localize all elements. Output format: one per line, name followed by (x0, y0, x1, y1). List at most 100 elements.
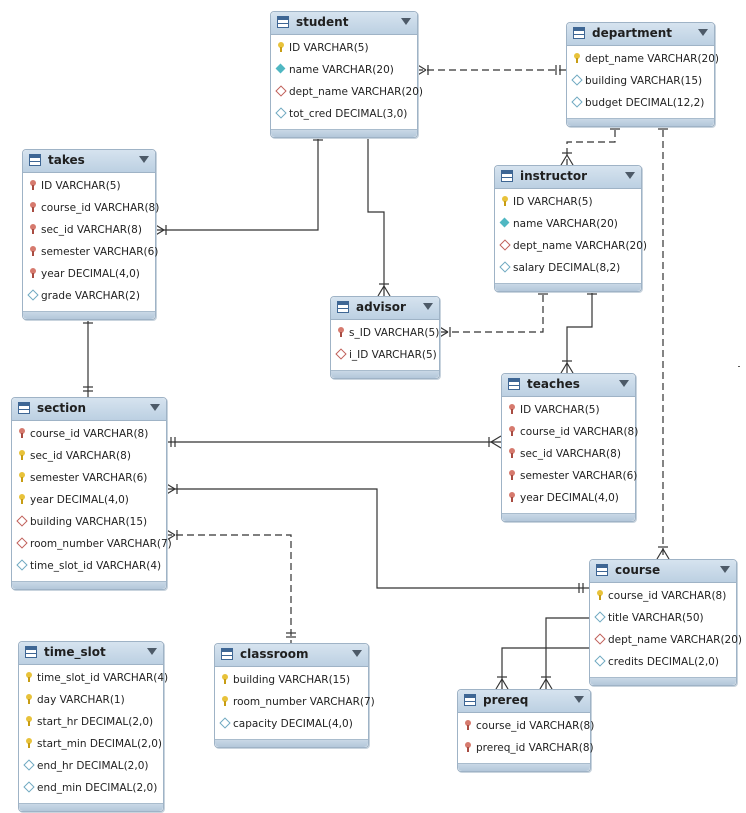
column-row[interactable]: building VARCHAR(15) (12, 511, 166, 533)
column-row[interactable]: room_number VARCHAR(7) (12, 533, 172, 555)
column-row[interactable]: sec_id VARCHAR(8) (23, 219, 155, 241)
column-row[interactable]: year DECIMAL(4,0) (12, 489, 166, 511)
crow-foot (501, 678, 509, 690)
dropdown-arrow-icon[interactable] (401, 18, 411, 25)
column-row[interactable]: course_id VARCHAR(8) (458, 715, 594, 737)
fk-diamond-icon (336, 349, 346, 359)
entity-header[interactable]: takes (23, 150, 155, 173)
column-row[interactable]: tot_cred DECIMAL(3,0) (271, 103, 417, 125)
column-row[interactable]: ID VARCHAR(5) (495, 191, 641, 213)
entity-course[interactable]: course course_id VARCHAR(8)title VARCHAR… (589, 559, 742, 686)
entity-header[interactable]: section (12, 398, 166, 421)
column-row[interactable]: semester VARCHAR(6) (23, 241, 158, 263)
rel-section-course (165, 488, 589, 589)
entity-header[interactable]: time_slot (19, 642, 163, 665)
entity-takes[interactable]: takes ID VARCHAR(5)course_id VARCHAR(8)s… (22, 149, 159, 320)
foreign-key-icon (463, 720, 473, 730)
rel-course-prereq-2 (501, 647, 589, 689)
dropdown-arrow-icon[interactable] (423, 303, 433, 310)
column-row[interactable]: s_ID VARCHAR(5) (331, 322, 439, 344)
key-icon (220, 696, 230, 706)
dropdown-arrow-icon[interactable] (150, 404, 160, 411)
column-row[interactable]: credits DECIMAL(2,0) (590, 651, 736, 673)
entity-prereq[interactable]: prereq course_id VARCHAR(8)prereq_id VAR… (457, 689, 594, 772)
column-row[interactable]: dept_name VARCHAR(20) (495, 235, 647, 257)
entity-header[interactable]: course (590, 560, 736, 583)
entity-header[interactable]: instructor (495, 166, 641, 189)
column-row[interactable]: i_ID VARCHAR(5) (331, 344, 439, 366)
column-row[interactable]: course_id VARCHAR(8) (12, 423, 166, 445)
column-row[interactable]: dept_name VARCHAR(20) (271, 81, 423, 103)
column-label: day VARCHAR(1) (37, 694, 125, 706)
entity-header[interactable]: student (271, 12, 417, 35)
column-row[interactable]: prereq_id VARCHAR(8) (458, 737, 594, 759)
dropdown-arrow-icon[interactable] (147, 648, 157, 655)
column-row[interactable]: building VARCHAR(15) (215, 669, 368, 691)
dropdown-arrow-icon[interactable] (720, 566, 730, 573)
column-row[interactable]: salary DECIMAL(8,2) (495, 257, 641, 279)
foreign-key-icon (463, 742, 473, 752)
column-row[interactable]: semester VARCHAR(6) (12, 467, 166, 489)
crow-foot (560, 154, 568, 166)
column-row[interactable]: start_min DECIMAL(2,0) (19, 733, 163, 755)
column-row[interactable]: course_id VARCHAR(8) (590, 585, 736, 607)
entity-header[interactable]: prereq (458, 690, 590, 713)
column-row[interactable]: start_hr DECIMAL(2,0) (19, 711, 163, 733)
column-row[interactable]: day VARCHAR(1) (19, 689, 163, 711)
column-diamond-icon (17, 560, 27, 570)
rel-course-prereq-1 (545, 617, 589, 689)
rel-section-classroom (165, 534, 292, 643)
column-row[interactable]: dept_name VARCHAR(20) (567, 48, 719, 70)
column-row[interactable]: sec_id VARCHAR(8) (12, 445, 166, 467)
entity-header[interactable]: classroom (215, 644, 368, 667)
entity-department[interactable]: department dept_name VARCHAR(20)building… (566, 22, 719, 127)
entity-section[interactable]: section course_id VARCHAR(8)sec_id VARCH… (11, 397, 172, 590)
column-row[interactable]: dept_name VARCHAR(20) (590, 629, 742, 651)
column-row[interactable]: budget DECIMAL(12,2) (567, 92, 714, 114)
column-label: sec_id VARCHAR(8) (520, 448, 621, 460)
crow-foot (490, 435, 502, 443)
dropdown-arrow-icon[interactable] (698, 29, 708, 36)
dropdown-arrow-icon[interactable] (625, 172, 635, 179)
entity-advisor[interactable]: advisor s_ID VARCHAR(5)i_ID VARCHAR(5) (330, 296, 440, 379)
column-row[interactable]: ID VARCHAR(5) (271, 37, 417, 59)
column-row[interactable]: course_id VARCHAR(8) (23, 197, 159, 219)
column-row[interactable]: year DECIMAL(4,0) (23, 263, 155, 285)
column-label: year DECIMAL(4,0) (520, 492, 619, 504)
table-icon (221, 648, 233, 660)
entity-student[interactable]: student ID VARCHAR(5)name VARCHAR(20)dep… (270, 11, 423, 138)
column-row[interactable]: title VARCHAR(50) (590, 607, 736, 629)
column-row[interactable]: semester VARCHAR(6) (502, 465, 637, 487)
column-label: time_slot_id VARCHAR(4) (37, 672, 169, 684)
entity-header[interactable]: department (567, 23, 714, 46)
foreign-key-icon (507, 426, 517, 436)
column-row[interactable]: ID VARCHAR(5) (502, 399, 635, 421)
column-row[interactable]: sec_id VARCHAR(8) (502, 443, 635, 465)
entity-classroom[interactable]: classroom building VARCHAR(15)room_numbe… (214, 643, 375, 748)
entity-header[interactable]: advisor (331, 297, 439, 320)
key-icon (17, 450, 27, 460)
column-row[interactable]: capacity DECIMAL(4,0) (215, 713, 368, 735)
column-row[interactable]: year DECIMAL(4,0) (502, 487, 635, 509)
entity-teaches[interactable]: teaches ID VARCHAR(5)course_id VARCHAR(8… (501, 373, 638, 522)
dropdown-arrow-icon[interactable] (352, 650, 362, 657)
crow-foot (656, 548, 664, 560)
column-row[interactable]: course_id VARCHAR(8) (502, 421, 638, 443)
column-row[interactable]: ID VARCHAR(5) (23, 175, 155, 197)
column-row[interactable]: name VARCHAR(20) (271, 59, 417, 81)
dropdown-arrow-icon[interactable] (574, 696, 584, 703)
entity-header[interactable]: teaches (502, 374, 635, 397)
entity-time-slot[interactable]: time_slot time_slot_id VARCHAR(4) day VAR… (18, 641, 168, 812)
column-row[interactable]: end_hr DECIMAL(2,0) (19, 755, 163, 777)
column-row[interactable]: room_number VARCHAR(7) (215, 691, 375, 713)
dropdown-arrow-icon[interactable] (139, 156, 149, 163)
column-row[interactable]: time_slot_id VARCHAR(4) (19, 667, 168, 689)
dropdown-arrow-icon[interactable] (619, 380, 629, 387)
entity-instructor[interactable]: instructor ID VARCHAR(5)name VARCHAR(20)… (494, 165, 647, 292)
column-row[interactable]: end_min DECIMAL(2,0) (19, 777, 163, 799)
key-icon (24, 672, 34, 682)
column-row[interactable]: building VARCHAR(15) (567, 70, 714, 92)
column-row[interactable]: grade VARCHAR(2) (23, 285, 155, 307)
column-row[interactable]: time_slot_id VARCHAR(4) (12, 555, 166, 577)
column-row[interactable]: name VARCHAR(20) (495, 213, 641, 235)
